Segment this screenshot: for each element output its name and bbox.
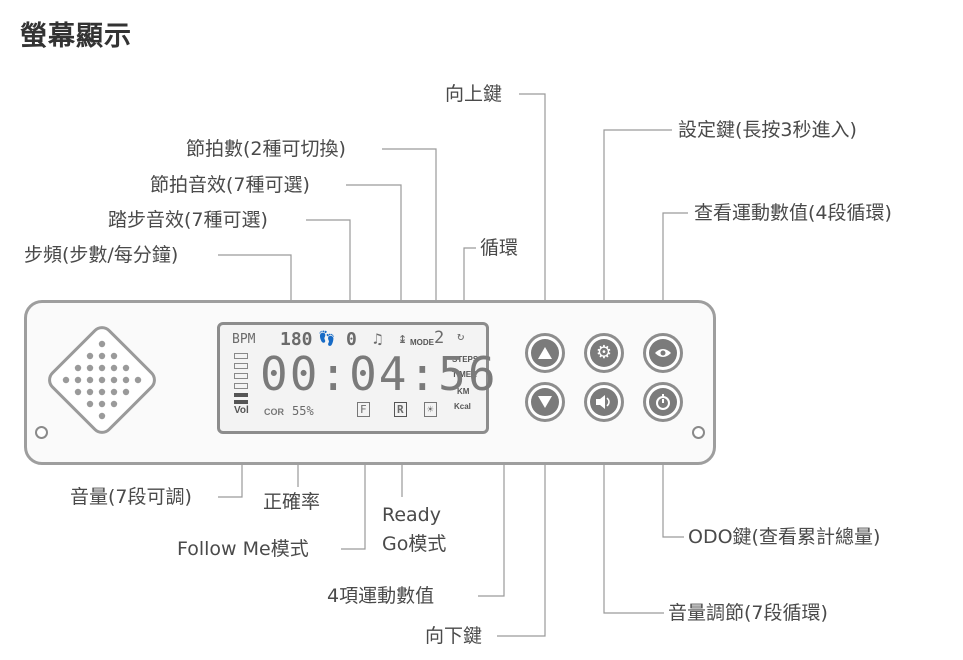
label-accuracy: 正確率 xyxy=(263,491,321,513)
label-odo-key: ODO鍵(查看累計總量) xyxy=(688,526,881,548)
label-down-key: 向下鍵 xyxy=(425,625,483,647)
lcd-timer: TIMER xyxy=(452,370,477,379)
grille-dot xyxy=(98,340,106,348)
grille-dot xyxy=(98,388,106,396)
grille-dot xyxy=(86,364,94,372)
grille-dot xyxy=(98,352,106,360)
screw-hole-right xyxy=(692,426,705,439)
settings-button[interactable]: ⚙ xyxy=(584,333,624,373)
up-button[interactable] xyxy=(525,333,565,373)
lcd-screen xyxy=(217,322,489,434)
grille-dot xyxy=(134,376,142,384)
grille-dot xyxy=(74,388,82,396)
label-four-values: 4項運動數值 xyxy=(327,585,435,607)
loop-icon: ↻ xyxy=(457,329,465,343)
lcd-vol: Vol xyxy=(234,405,249,416)
screw-hole-left xyxy=(35,426,48,439)
lcd-bpm-value: 180 xyxy=(280,329,313,350)
down-button[interactable] xyxy=(525,382,565,422)
grille-dot xyxy=(74,376,82,384)
line-metronome-sound xyxy=(346,184,402,334)
line-settings xyxy=(603,129,672,335)
speaker-icon xyxy=(596,395,610,409)
volume-button[interactable] xyxy=(584,382,624,422)
sun-icon: ☀ xyxy=(424,402,437,417)
label-metronome-sound: 節拍音效(7種可選) xyxy=(150,174,310,196)
label-settings-key: 設定鍵(長按3秒進入) xyxy=(678,119,857,141)
lcd-f-box: F xyxy=(357,402,370,417)
lcd-r-box: R xyxy=(394,402,407,417)
lcd-mode-value: 2 xyxy=(434,328,445,348)
line-up-key xyxy=(519,93,546,335)
line-volume-key xyxy=(603,418,664,614)
grille-dot xyxy=(122,364,130,372)
grille-dot xyxy=(110,400,118,408)
lcd-mode-label: MODE xyxy=(410,338,434,347)
grille-dot xyxy=(98,364,106,372)
grille-dot xyxy=(62,376,70,384)
grille-dot xyxy=(110,364,118,372)
line-bpm xyxy=(382,148,437,334)
grille-dot xyxy=(98,412,106,420)
metronome-icon: ↨ xyxy=(398,329,408,347)
triangle-up-icon xyxy=(538,347,552,359)
label-metronome-bpm: 節拍數(2種可切換) xyxy=(186,138,346,160)
line-down-key xyxy=(497,418,546,637)
lcd-cor: COR xyxy=(264,407,284,417)
lcd-step-digit: 0 xyxy=(346,329,357,350)
grille-dot xyxy=(122,388,130,396)
grille-dot xyxy=(86,376,94,384)
volume-bars xyxy=(234,353,248,404)
lcd-percent: 55% xyxy=(292,404,314,418)
triangle-down-icon xyxy=(538,396,552,408)
odo-button[interactable] xyxy=(643,382,683,422)
grille-dot xyxy=(98,400,106,408)
line-step-sound xyxy=(306,219,351,334)
label-volume-key: 音量調節(7段循環) xyxy=(668,602,828,624)
label-ready: Ready xyxy=(382,504,441,526)
grille-dot xyxy=(86,388,94,396)
label-cadence: 步頻(步數/每分鐘) xyxy=(24,244,179,266)
lcd-kcal: Kcal xyxy=(454,402,471,411)
music-note-icon: ♫ xyxy=(373,330,383,348)
label-follow-me: Follow Me模式 xyxy=(177,538,309,560)
grille-dot xyxy=(74,364,82,372)
gear-icon: ⚙ xyxy=(595,342,613,363)
lcd-content: BPM 180 👣 0 ♫ ↨ MODE 2 ↻ STEPS TIMER KM … xyxy=(228,327,496,425)
grille-dot xyxy=(86,400,94,408)
odo-timer-icon xyxy=(656,394,670,410)
label-up-key: 向上鍵 xyxy=(445,83,503,105)
lcd-km: KM xyxy=(457,387,470,396)
label-volume: 音量(7段可調) xyxy=(70,486,192,508)
label-step-sound: 踏步音效(7種可選) xyxy=(108,209,268,231)
label-view-data: 查看運動數值(4段循環) xyxy=(694,202,892,224)
grille-dot xyxy=(110,388,118,396)
speaker-grille-icon xyxy=(48,326,156,434)
footprints-icon: 👣 xyxy=(318,331,336,347)
label-loop: 循環 xyxy=(480,237,519,259)
page-title: 螢幕顯示 xyxy=(20,21,132,52)
lcd-bpm-label: BPM xyxy=(232,332,256,347)
label-go-mode: Go模式 xyxy=(382,533,447,555)
line-view-data xyxy=(662,212,688,335)
grille-dot xyxy=(110,376,118,384)
grille-dot xyxy=(86,352,94,360)
eye-icon xyxy=(655,349,671,357)
grille-dot xyxy=(98,376,106,384)
grille-dot xyxy=(122,376,130,384)
lcd-steps: STEPS xyxy=(452,355,479,364)
lcd-time: 00:04:56 xyxy=(260,347,498,401)
view-data-button[interactable] xyxy=(643,333,683,373)
grille-dot xyxy=(110,352,118,360)
